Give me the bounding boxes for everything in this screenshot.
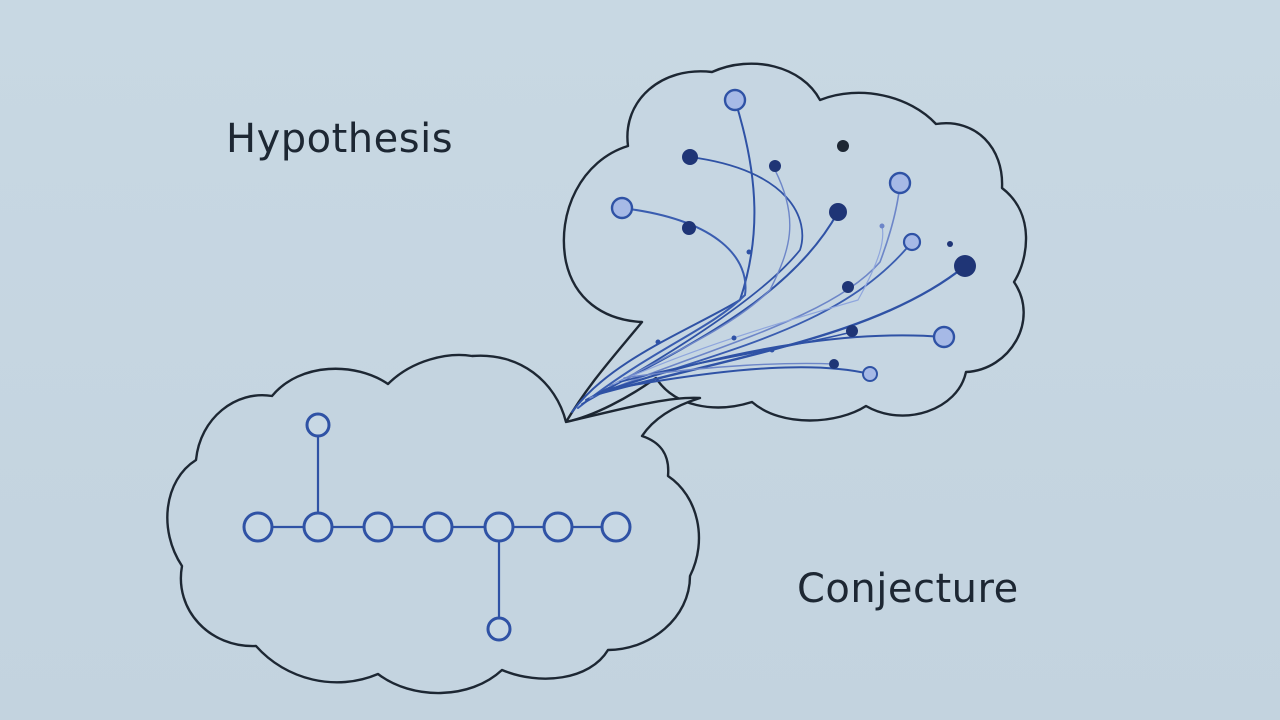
tree-nodes [242, 412, 632, 642]
conjecture-label: Conjecture [797, 566, 1019, 612]
idea-strands [571, 99, 967, 413]
tree-node [302, 511, 334, 543]
idea-node-hollow [932, 325, 956, 349]
idea-node-solid [829, 359, 839, 369]
idea-node-speck [746, 249, 752, 255]
idea-node-speck [879, 223, 885, 229]
idea-node-hollow [610, 196, 634, 220]
idea-node-solid [829, 203, 847, 221]
idea-node-solid [846, 325, 858, 337]
idea-node-speck [769, 347, 775, 353]
tree-node [542, 511, 574, 543]
idea-node-speck [731, 335, 737, 341]
strand [609, 169, 791, 387]
tree-node [422, 511, 454, 543]
idea-nodes [610, 88, 976, 382]
tree-node [362, 511, 394, 543]
idea-node-solid [954, 255, 976, 277]
idea-node-hollow [723, 88, 747, 112]
tree-node [486, 616, 512, 642]
tree-node [242, 511, 274, 543]
tree-node [483, 511, 515, 543]
idea-node-hollow [902, 232, 922, 252]
hypothesis-label: Hypothesis [226, 116, 454, 162]
tree-node [600, 511, 632, 543]
idea-node-solid [682, 149, 698, 165]
strand [623, 362, 836, 379]
strand [613, 225, 884, 385]
strand [581, 156, 804, 405]
strand [577, 207, 747, 409]
idea-node-hollow [888, 171, 912, 195]
tree-node [305, 412, 331, 438]
strand [596, 264, 967, 396]
idea-node-hollow [862, 366, 878, 382]
idea-node-speck [947, 241, 953, 247]
idea-node-solid [842, 281, 854, 293]
idea-node-solid [837, 140, 849, 152]
idea-node-solid [682, 221, 696, 235]
idea-node-speck [655, 339, 661, 345]
strand [605, 366, 871, 391]
idea-node-solid [769, 160, 781, 172]
